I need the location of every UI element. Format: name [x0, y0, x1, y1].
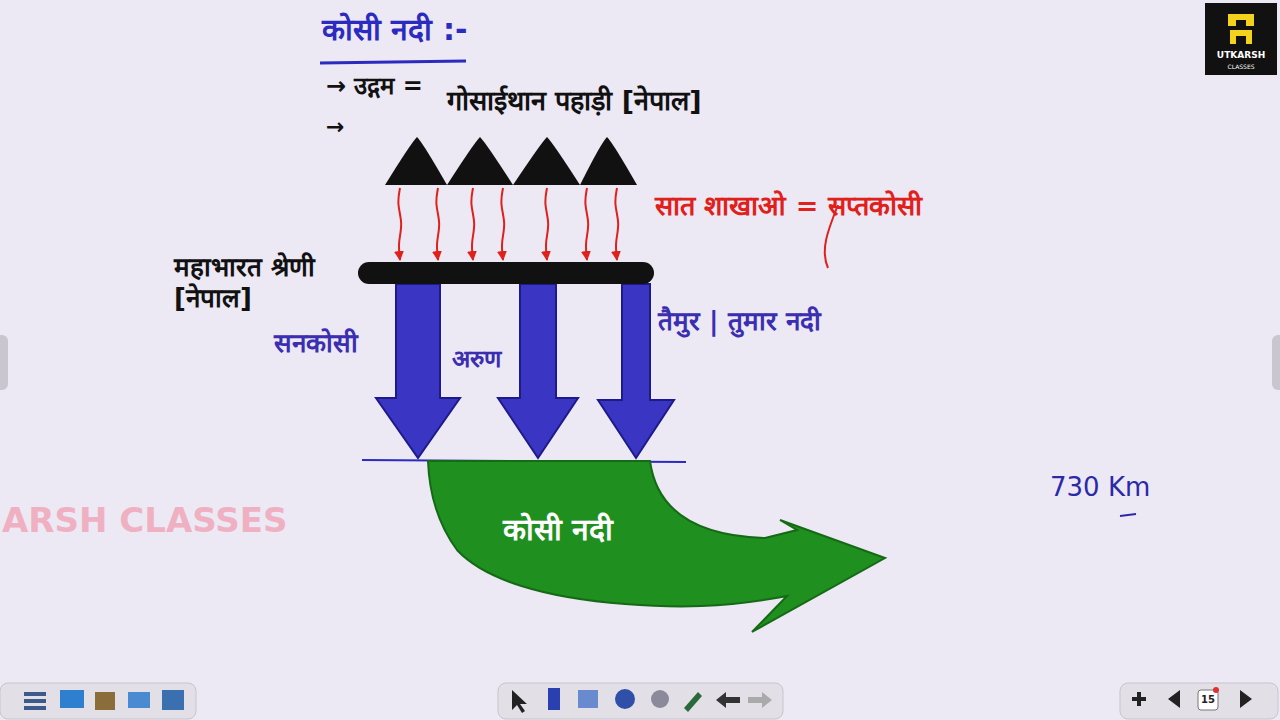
- logo-subtext: CLASSES: [1207, 63, 1275, 70]
- image-icon: [162, 690, 184, 710]
- mountain-peak: [447, 137, 513, 185]
- tributary-arrow: [376, 284, 460, 458]
- redo-icon: [748, 692, 772, 708]
- mountain-drawing: [385, 135, 637, 185]
- shape-icon: [615, 689, 635, 709]
- branch-arrow: [615, 188, 618, 260]
- length-label: 730 Km: [1050, 472, 1150, 503]
- unit-underline: [1120, 514, 1136, 516]
- toolbar-panel: [1120, 683, 1278, 719]
- page-icon: [1198, 690, 1218, 710]
- range-heading: गोसाईथान पहाड़ी [नेपाल]: [447, 85, 701, 117]
- toolbar-panel: [0, 683, 196, 719]
- tributary-name: अरुण: [452, 345, 501, 374]
- tributary-arrow: [498, 284, 578, 458]
- branch-note: सात शाखाओ = सप्तकोसी: [655, 190, 922, 222]
- laser-icon: [684, 692, 702, 712]
- undo-icon: [716, 692, 740, 708]
- tributary-name: तैमुर | तुमार नदी: [658, 306, 821, 337]
- next-icon: [1240, 690, 1252, 708]
- title: कोसी नदी :-: [322, 12, 467, 48]
- menu-icon: [24, 692, 46, 696]
- river-label: कोसी नदी: [503, 512, 613, 548]
- tributary-name: सनकोसी: [274, 328, 358, 359]
- eraser-icon: [578, 690, 598, 708]
- branch-arrow: [398, 188, 401, 260]
- branch-arrow: [501, 188, 504, 260]
- range-bar: महाभारत श्रेणी [नेपाल]: [358, 262, 654, 284]
- bullet-arrow: →: [326, 114, 344, 140]
- logo-box: [1205, 3, 1277, 75]
- side-tab: [1272, 335, 1280, 390]
- toolbar-icons: [24, 687, 1252, 713]
- mountain-range: गोसाईथान पहाड़ी [नेपाल]: [385, 135, 637, 185]
- title-underline: [320, 61, 466, 63]
- prev-icon: [1168, 690, 1180, 708]
- logo-symbol: [1228, 14, 1254, 44]
- branch-arrow: [545, 188, 548, 260]
- screen-icon: [60, 690, 84, 708]
- watermark: ARSH CLASSES: [2, 500, 287, 541]
- toolbar-panel: [498, 683, 783, 719]
- range-label: महाभारत श्रेणी [नेपाल]: [174, 252, 354, 314]
- river-body: [428, 461, 885, 632]
- river-shape: कोसी नदी: [425, 458, 890, 638]
- branch-arrow: [585, 188, 588, 260]
- tools-icon: [95, 692, 115, 710]
- mountain-peak: [513, 137, 580, 185]
- branch-arrow: [471, 188, 474, 260]
- origin-label: → उद्गम =: [326, 72, 423, 101]
- folder-icon: [128, 692, 150, 708]
- mountain-peak: [385, 137, 447, 185]
- river-drawing: [425, 458, 890, 638]
- pointer-icon: [512, 690, 527, 713]
- add-icon: [1132, 692, 1146, 706]
- hand-icon: [651, 690, 669, 708]
- side-tab: [0, 335, 8, 390]
- menu-icon: [24, 699, 46, 703]
- branch-arrow: [436, 188, 439, 260]
- mountain-peak: [580, 137, 637, 185]
- logo-text: UTKARSH: [1207, 50, 1275, 61]
- pen-icon: [548, 688, 560, 710]
- menu-icon: [24, 706, 46, 710]
- badge-dot: [1213, 687, 1219, 693]
- page-number: 15: [1201, 694, 1215, 706]
